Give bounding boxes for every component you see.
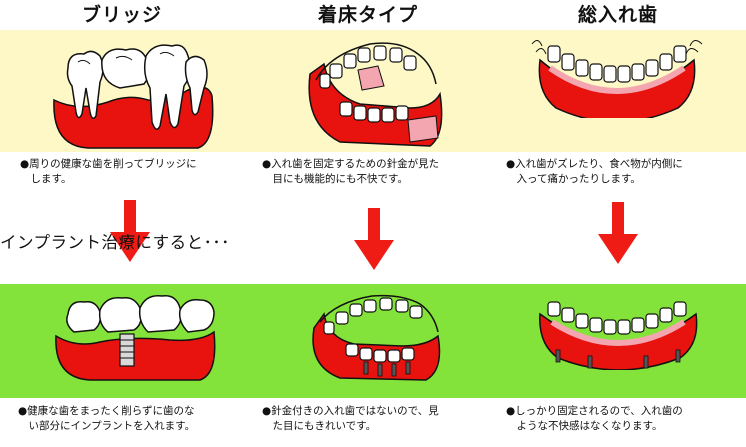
bridge-after-description: ●健康な歯をまったく削らずに歯のな い部分にインプラントを入れます。 [18, 405, 196, 432]
implant-full-denture-illustration [539, 301, 698, 370]
down-arrow-icon [354, 208, 394, 270]
implant-partial-illustration [312, 294, 441, 381]
partial-denture-after-description: ●針金付きの入れ歯ではないので、見 た目にもきれいです。 [262, 405, 439, 432]
full-denture-after-description: ●しっかり固定されるので、入れ歯の ような不快感はなくなります。 [506, 405, 683, 432]
full-denture-illustration [531, 40, 703, 118]
partial-denture-illustration [308, 42, 443, 147]
down-arrow-icon [110, 200, 150, 262]
transition-caption: インプラント治療にすると･･･ [0, 233, 230, 252]
bridge-illustration [53, 44, 214, 149]
bridge-before-description: ●周りの健康な歯を削ってブリッジに します。 [20, 158, 197, 185]
title-partial-denture: 着床タイプ [317, 4, 418, 26]
full-denture-before-description: ●入れ歯がズレたり、食べ物が内側に 入って痛かったりします。 [506, 158, 683, 185]
partial-denture-before-description: ●入れ歯を固定するための針金が見た 目にも機能的にも不快です。 [262, 158, 440, 185]
title-full-denture: 総入れ歯 [577, 4, 658, 26]
down-arrow-icon [598, 202, 638, 264]
title-bridge: ブリッジ [81, 4, 162, 26]
implant-bridge-illustration [55, 295, 216, 381]
